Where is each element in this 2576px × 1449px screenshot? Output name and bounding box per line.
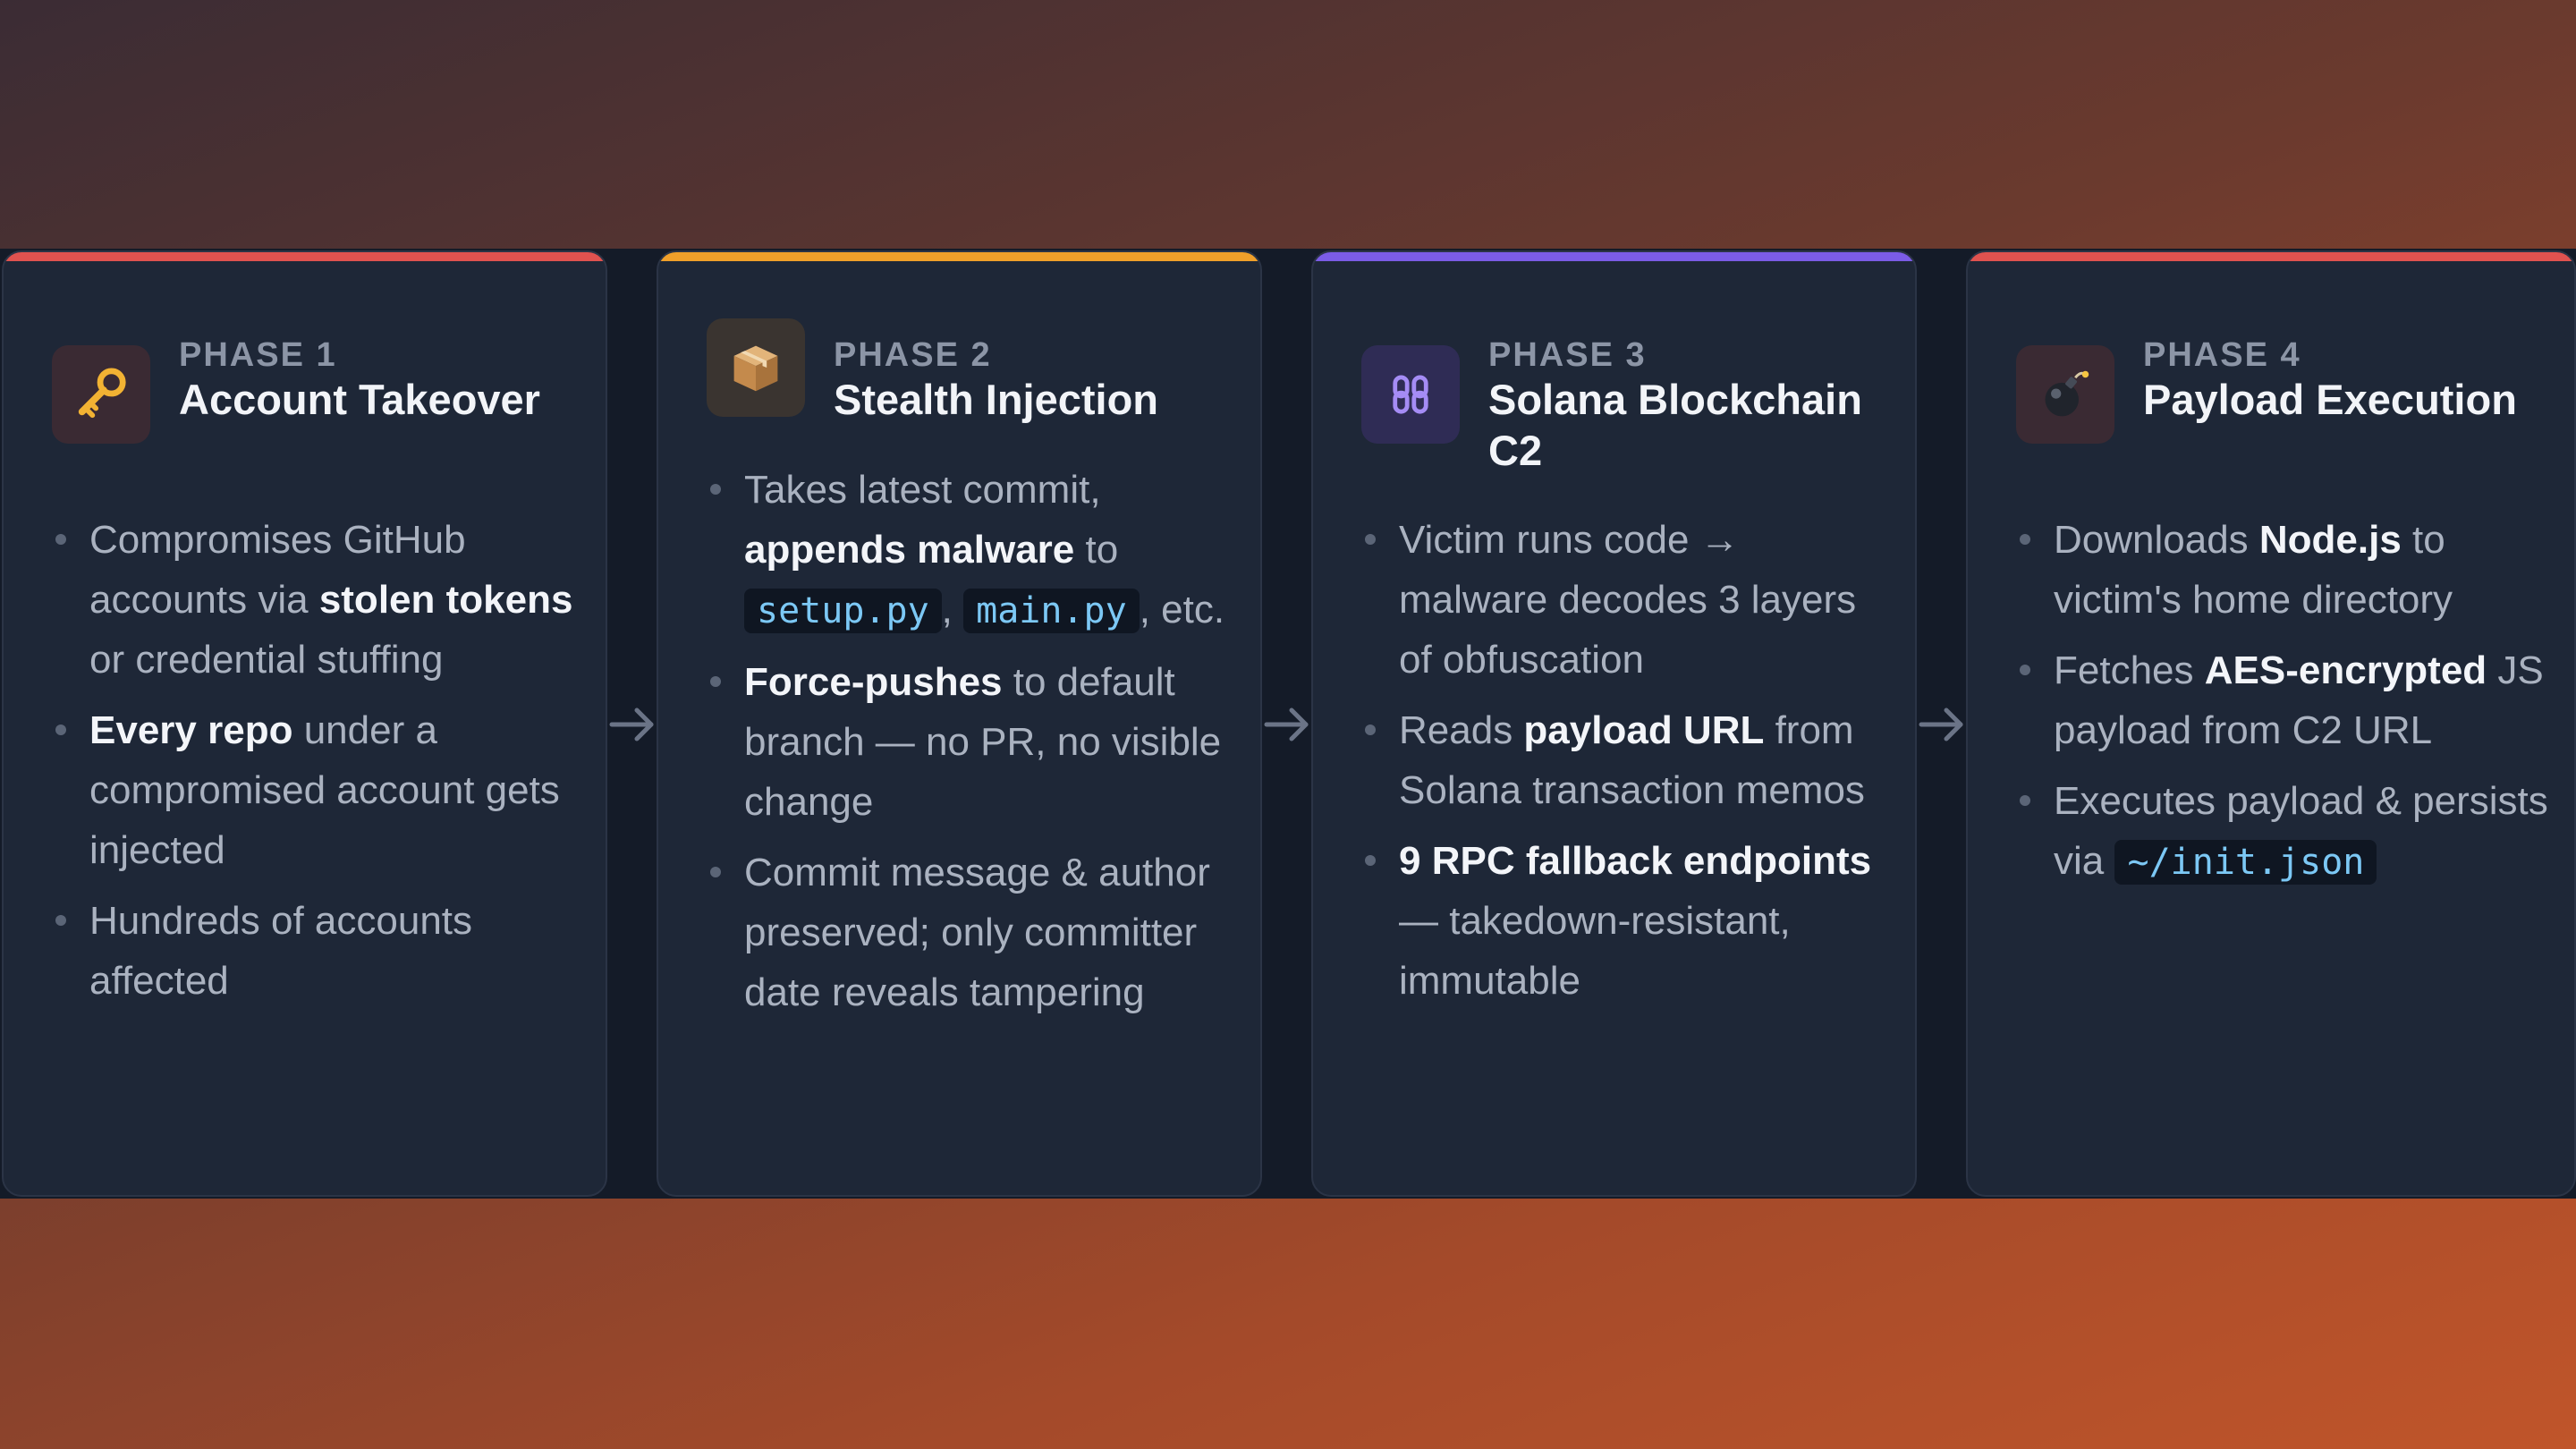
list-item: Victim runs code → malware decodes 3 lay… [1361, 510, 1890, 690]
list-item: 9 RPC fallback endpoints — takedown-resi… [1361, 831, 1890, 1011]
list-item: Downloads Node.js to victim's home direc… [2016, 510, 2549, 630]
list-item: Hundreds of accounts affected [52, 891, 580, 1011]
bomb-icon [2016, 345, 2114, 444]
list-item: Fetches AES-encrypted JS payload from C2… [2016, 640, 2549, 760]
list-item: Force-pushes to default branch — no PR, … [707, 652, 1235, 832]
phase-3-title: Solana Blockchain C2 [1488, 376, 1862, 474]
phase-2-label: PHASE 2 [834, 336, 992, 374]
phase-card-4: PHASE 4 Payload Execution Downloads Node… [1966, 250, 2576, 1197]
package-icon [707, 318, 805, 417]
list-item: Commit message & author preserved; only … [707, 843, 1235, 1022]
arrow-right-icon [609, 708, 654, 741]
phase-2-accent-bar [658, 252, 1260, 261]
list-item: Takes latest commit, appends malware to … [707, 460, 1235, 641]
code-main-py: main.py [963, 589, 1140, 633]
list-item: Every repo under a compromised account g… [52, 700, 580, 880]
phase-4-title: Payload Execution [2143, 376, 2517, 423]
phase-4-label: PHASE 4 [2143, 336, 2301, 374]
code-init-json: ~/init.json [2114, 840, 2377, 885]
phase-3-accent-bar [1313, 252, 1915, 261]
phase-3-bullets: Victim runs code → malware decodes 3 lay… [1361, 510, 1890, 1021]
phase-card-1: PHASE 1 Account Takeover Compromises Git… [2, 250, 607, 1197]
phase-4-accent-bar [1968, 252, 2574, 261]
phase-3-label: PHASE 3 [1488, 336, 1647, 374]
code-setup-py: setup.py [744, 589, 942, 633]
phase-1-label: PHASE 1 [179, 336, 337, 374]
phase-card-3: PHASE 3 Solana Blockchain C2 Victim runs… [1311, 250, 1917, 1197]
phase-1-bullets: Compromises GitHub accounts via stolen t… [52, 510, 580, 1021]
list-item: Executes payload & persists via ~/init.j… [2016, 771, 2549, 893]
arrow-right-icon [1919, 708, 1963, 741]
list-item: Reads payload URL from Solana transactio… [1361, 700, 1890, 820]
key-icon [52, 345, 150, 444]
phase-2-title: Stealth Injection [834, 376, 1158, 423]
arrow-right-icon [1264, 708, 1309, 741]
chain-link-icon [1361, 345, 1460, 444]
phase-card-2: PHASE 2 Stealth Injection Takes latest c… [657, 250, 1262, 1197]
phase-1-title: Account Takeover [179, 376, 540, 423]
phase-2-bullets: Takes latest commit, appends malware to … [707, 460, 1235, 1033]
list-item: Compromises GitHub accounts via stolen t… [52, 510, 580, 690]
phase-4-bullets: Downloads Node.js to victim's home direc… [2016, 510, 2549, 903]
phase-1-accent-bar [4, 252, 606, 261]
